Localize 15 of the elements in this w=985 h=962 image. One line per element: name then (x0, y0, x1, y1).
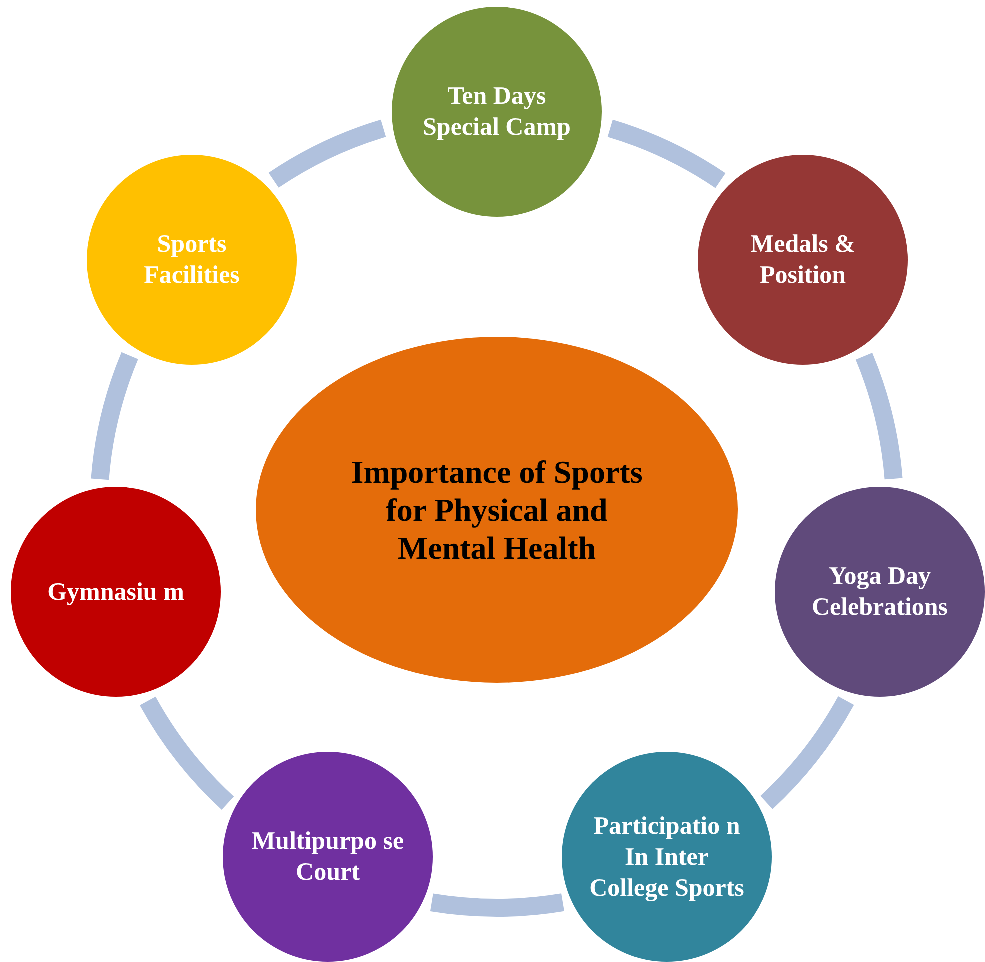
topic-label: Yoga Day Celebrations (810, 562, 950, 623)
ring-connector (140, 696, 234, 810)
ring-connector (91, 352, 138, 480)
ring-connector (269, 120, 386, 188)
topic-label: Gymnasiu m (46, 578, 186, 608)
topic-label: Participatio n In Inter College Sports (588, 812, 746, 904)
ring-connector (760, 696, 854, 810)
topic-label: Multipurpo se Court (250, 827, 406, 888)
ring-connector (430, 894, 564, 917)
ring-connector (856, 353, 903, 480)
topic-label: Medals & Position (750, 230, 856, 291)
ring-connector (608, 120, 726, 188)
center-title: Importance of Sports for Physical and Mental Health (350, 453, 644, 567)
topic-label: Sports Facilities (143, 230, 241, 291)
topic-label: Ten Days Special Camp (422, 82, 572, 143)
